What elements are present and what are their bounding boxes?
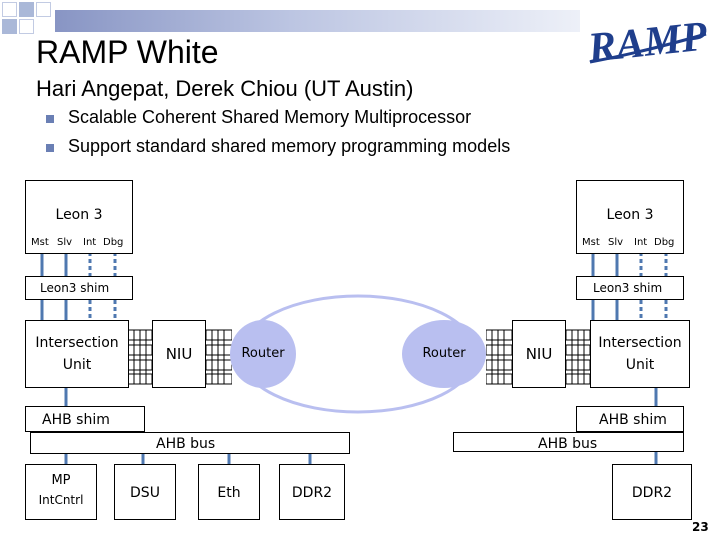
bullet-marker-icon	[46, 144, 54, 152]
left-ahb-bus: AHB bus	[30, 432, 350, 454]
slide-subtitle: Hari Angepat, Derek Chiou (UT Austin)	[36, 76, 414, 101]
left-niu: NIU	[152, 320, 206, 388]
left-port-mst: Mst	[31, 237, 49, 248]
deco-square	[36, 2, 51, 17]
mp-label: MP	[51, 473, 71, 488]
right-port-mst: Mst	[582, 237, 600, 248]
right-shim-label: Leon3 shim	[593, 281, 663, 295]
slide-title: RAMP White	[36, 34, 219, 70]
right-niu: NIU	[512, 320, 566, 388]
left-port-wires	[40, 252, 117, 320]
right-ddr2: DDR2	[612, 464, 692, 520]
left-intersection-line1: Intersection	[35, 335, 119, 351]
left-dsu: DSU	[114, 464, 176, 520]
logo-text: RAMP	[585, 13, 710, 70]
logo-swoosh	[589, 32, 707, 64]
left-intersection-line2: Unit	[62, 357, 92, 373]
deco-square	[2, 19, 17, 34]
deco-square	[2, 2, 17, 17]
right-ahb-shim: AHB shim	[576, 406, 684, 432]
page-number: 23	[692, 520, 709, 534]
left-leon3-shim: Leon3 shim	[25, 276, 133, 300]
right-leon3-label: Leon 3	[606, 207, 654, 223]
right-ahb-bus-label: AHB bus	[538, 436, 598, 452]
right-port-wires	[591, 252, 668, 320]
header-gradient-bar	[55, 10, 580, 32]
left-ahb-shim: AHB shim	[25, 406, 145, 432]
left-intersection-unit: Intersection Unit	[25, 320, 129, 388]
left-port-row: Mst Slv Int Dbg	[29, 237, 129, 251]
right-port-int: Int	[634, 237, 648, 248]
left-mp-intcntrl: MP IntCntrl	[25, 464, 97, 520]
left-leon3-label: Leon 3	[55, 207, 103, 223]
right-port-dbg: Dbg	[654, 237, 675, 248]
dsu-label: DSU	[130, 485, 160, 501]
left-niu-label: NIU	[165, 345, 193, 363]
right-router: Router	[402, 320, 486, 388]
left-router-label: Router	[241, 346, 285, 361]
intcntrl-label: IntCntrl	[38, 493, 84, 507]
left-leon3-processor: Leon 3	[25, 180, 133, 254]
bullet-text: Support standard shared memory programmi…	[68, 136, 511, 156]
left-ddr2: DDR2	[279, 464, 345, 520]
header-decoration	[0, 0, 720, 40]
right-port-row: Mst Slv Int Dbg	[580, 237, 680, 251]
right-intersection-unit: Intersection Unit	[590, 320, 690, 388]
left-eth: Eth	[198, 464, 260, 520]
right-intersection-line2: Unit	[625, 357, 655, 373]
right-port-slv: Slv	[608, 237, 624, 248]
right-leon3-shim: Leon3 shim	[576, 276, 684, 300]
bullet-item: Support standard shared memory programmi…	[44, 136, 664, 162]
right-niu-label: NIU	[525, 345, 553, 363]
ramp-logo: RAMP	[585, 13, 710, 70]
deco-square	[19, 19, 34, 34]
right-leon3-processor: Leon 3	[576, 180, 684, 254]
left-port-int: Int	[83, 237, 97, 248]
bullet-text: Scalable Coherent Shared Memory Multipro…	[68, 107, 472, 127]
left-niu-links	[128, 329, 232, 385]
left-ahb-bus-label: AHB bus	[156, 436, 216, 452]
right-ddr2-label: DDR2	[631, 485, 673, 501]
left-ddr2-label: DDR2	[291, 485, 333, 501]
left-port-slv: Slv	[57, 237, 73, 248]
right-intersection-line1: Intersection	[598, 335, 682, 351]
left-ahb-shim-label: AHB shim	[42, 412, 110, 428]
deco-square	[19, 2, 34, 17]
eth-label: Eth	[217, 485, 241, 501]
left-shim-label: Leon3 shim	[40, 281, 110, 295]
left-router: Router	[230, 320, 296, 388]
right-router-label: Router	[422, 346, 466, 361]
right-ahb-shim-label: AHB shim	[599, 412, 667, 428]
bullet-item: Scalable Coherent Shared Memory Multipro…	[44, 107, 664, 133]
bullet-marker-icon	[46, 115, 54, 123]
right-ahb-bus: AHB bus	[453, 432, 684, 452]
left-port-dbg: Dbg	[103, 237, 124, 248]
